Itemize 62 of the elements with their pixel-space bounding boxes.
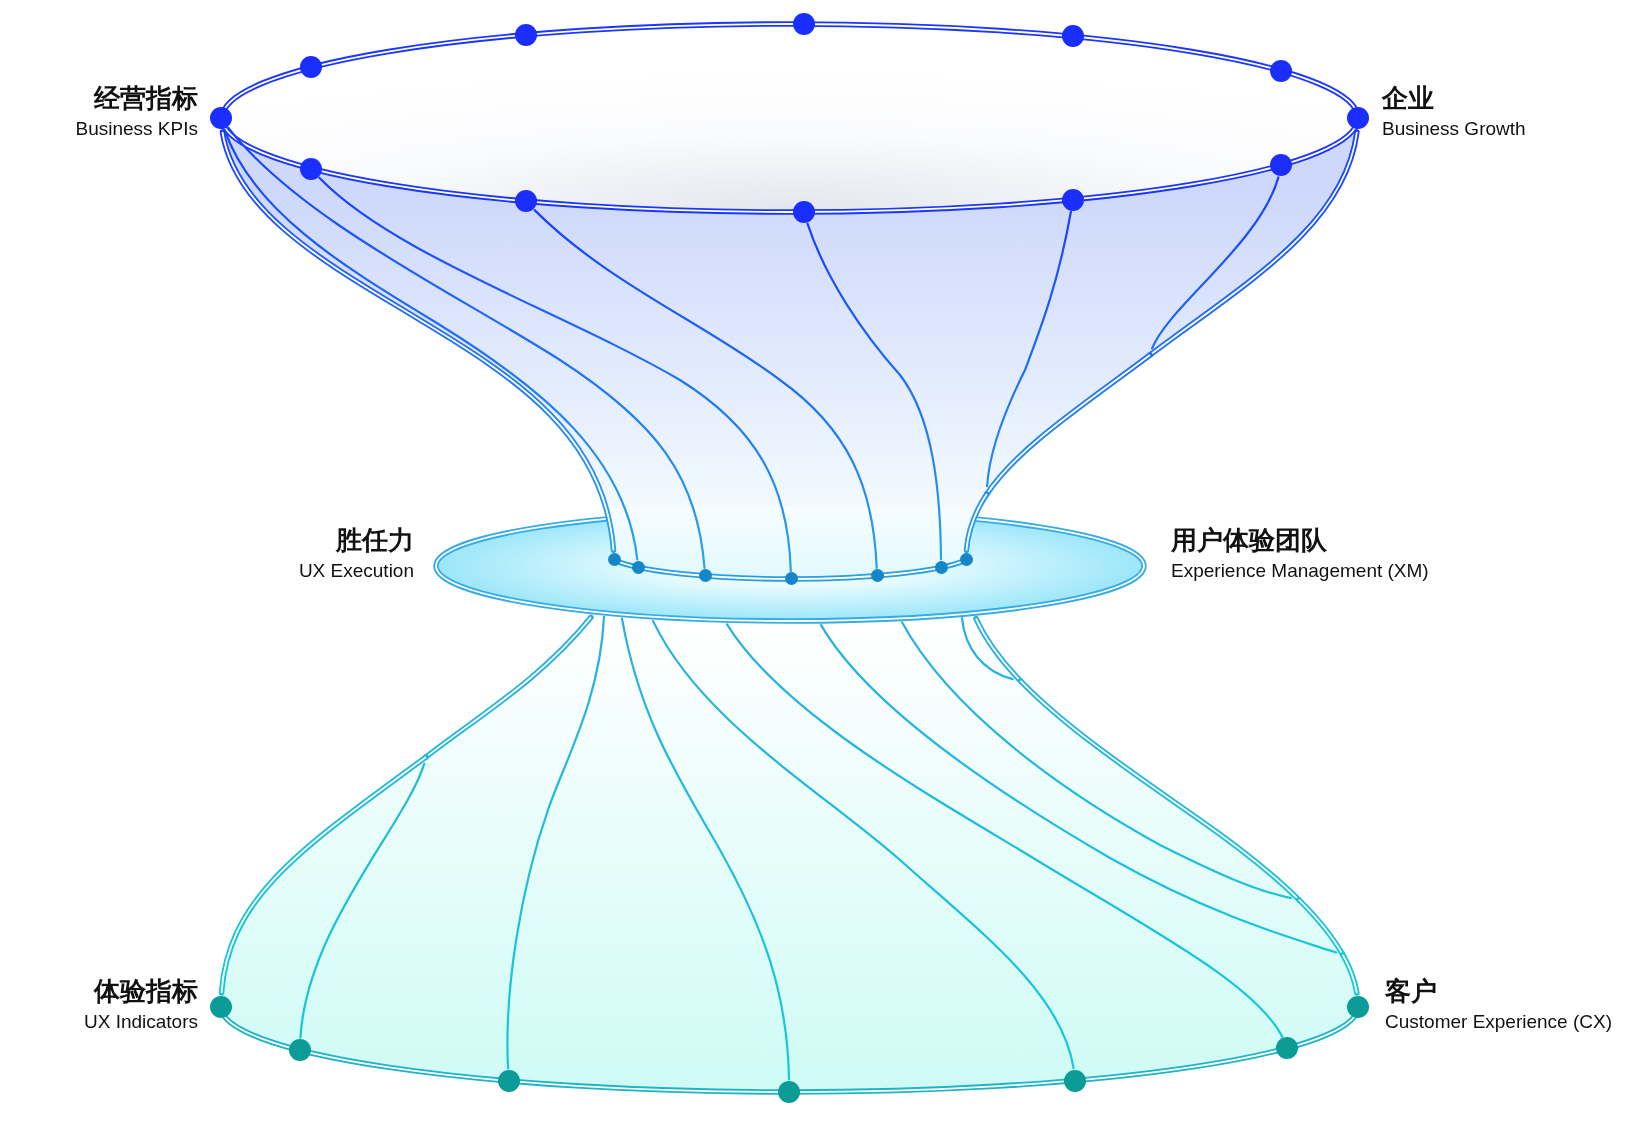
heading-label: 体验指标 xyxy=(94,976,198,1008)
outline-curve xyxy=(984,352,1153,497)
dot xyxy=(870,569,884,583)
curve-line xyxy=(725,623,1284,1038)
curve-line xyxy=(227,126,706,570)
dot xyxy=(498,1069,520,1092)
dot xyxy=(1062,188,1084,211)
dot xyxy=(1270,154,1292,177)
curve-line xyxy=(1151,176,1280,350)
outline-curve xyxy=(423,614,594,760)
dot xyxy=(607,553,621,567)
dot xyxy=(1347,996,1369,1018)
subtitle-label: Business Growth xyxy=(1382,118,1526,141)
dot xyxy=(515,190,537,213)
outline-curve xyxy=(218,754,429,996)
curve-line xyxy=(806,222,943,561)
dot xyxy=(1270,59,1292,82)
curve-line xyxy=(299,762,426,1039)
curve-line xyxy=(620,617,791,1081)
curve-line xyxy=(819,623,1338,954)
curve-line xyxy=(900,621,1292,900)
outline-curve xyxy=(973,615,1024,684)
subtitle-label: Experience Management (XM) xyxy=(1171,560,1429,583)
dot xyxy=(1347,107,1369,129)
dot xyxy=(793,200,815,223)
ring-ellipse xyxy=(432,507,1148,625)
curve-line xyxy=(318,176,792,573)
curve-line xyxy=(960,617,1014,681)
dot xyxy=(778,1081,800,1103)
dot xyxy=(934,560,948,574)
outline-curve xyxy=(1017,678,1302,903)
heading-label: 客户 xyxy=(1385,976,1437,1008)
curve-line xyxy=(986,210,1072,488)
dot xyxy=(210,107,232,129)
subtitle-label: UX Execution xyxy=(298,560,414,583)
curve-line xyxy=(533,209,878,569)
subtitle-label: UX Indicators xyxy=(83,1011,198,1034)
outline-curve xyxy=(1296,896,1346,958)
dot xyxy=(300,157,322,180)
dot xyxy=(1276,1037,1298,1060)
dot xyxy=(1064,1069,1086,1092)
dot xyxy=(210,996,232,1018)
dot xyxy=(698,569,712,583)
dot xyxy=(959,553,973,567)
outline-curve xyxy=(963,491,990,554)
dot xyxy=(289,1039,311,1061)
dot xyxy=(515,23,537,46)
dot xyxy=(784,572,798,586)
heading-label: 企业 xyxy=(1382,83,1434,115)
subtitle-label: Business KPIs xyxy=(75,118,198,141)
heading-label: 胜任力 xyxy=(336,525,414,557)
dot xyxy=(631,560,645,574)
heading-label: 经营指标 xyxy=(94,83,198,115)
outline-curve xyxy=(1147,129,1360,358)
dot xyxy=(793,13,815,35)
outline-curve xyxy=(1340,951,1360,996)
subtitle-label: Customer Experience (CX) xyxy=(1385,1011,1613,1034)
dot xyxy=(300,56,322,79)
dot xyxy=(1062,25,1084,48)
curve-line xyxy=(651,619,1075,1070)
heading-label: 用户体验团队 xyxy=(1171,525,1327,557)
curve-line xyxy=(506,615,606,1070)
